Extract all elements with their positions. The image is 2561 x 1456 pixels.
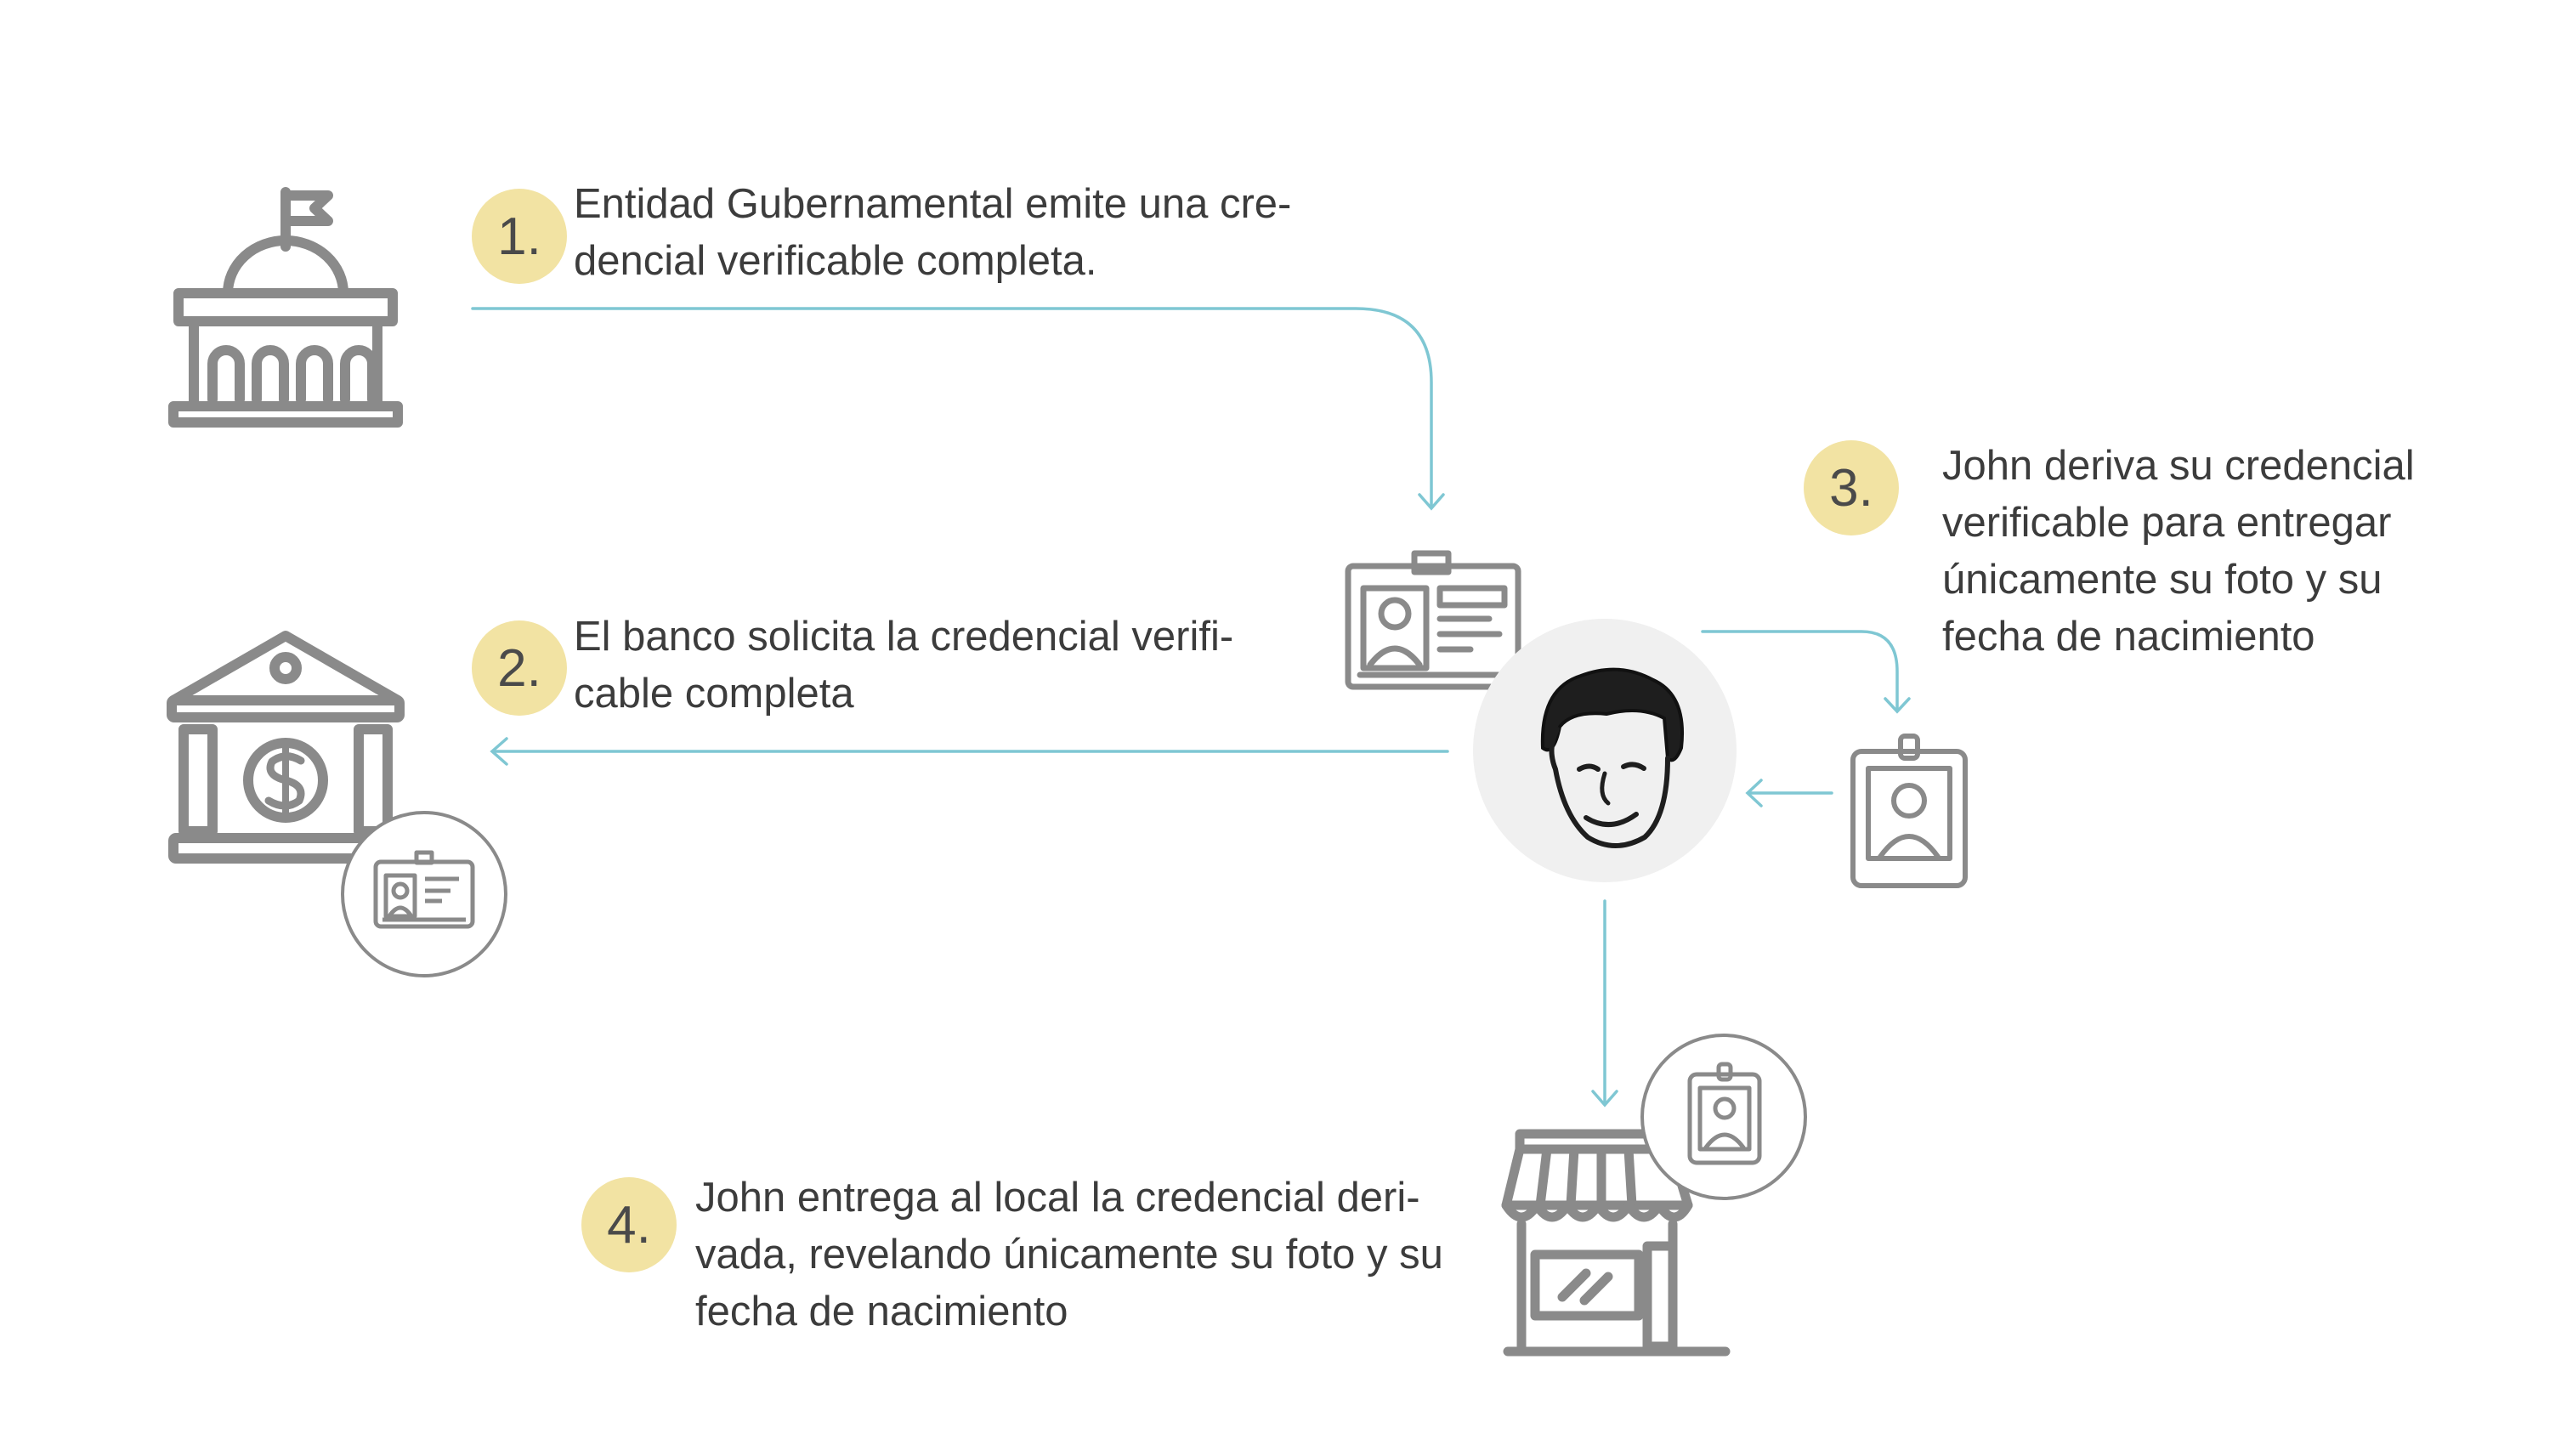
step-3-line: únicamente su foto y su <box>1942 557 2383 603</box>
bank-dollar-icon <box>167 631 405 864</box>
step-2-line: cable completa <box>574 671 854 717</box>
step-2-badge: 2. <box>472 620 567 716</box>
photo-badge-icon <box>1850 734 1968 888</box>
step-3-line: John deriva su credencial <box>1942 443 2415 489</box>
step-1-badge: 1. <box>472 189 567 284</box>
step-2-line: El banco solicita la credencial verifi- <box>574 614 1234 660</box>
step-1-line: Entidad Gubernamental emite una cre- <box>574 181 1292 227</box>
step-4-line: fecha de nacimiento <box>695 1289 1068 1334</box>
step-3-line: verificable para entregar <box>1942 500 2392 546</box>
step-4-text: John entrega al local la credencial deri… <box>695 1170 1443 1340</box>
arrow-government-to-john <box>471 307 1433 508</box>
bank-credential-circle <box>341 811 507 977</box>
government-building-icon <box>168 187 403 428</box>
step-3-text: John deriva su credencial verificable pa… <box>1942 438 2415 666</box>
john-avatar-icon <box>1473 619 1737 882</box>
step-4-line: vada, revelando únicamente su foto y su <box>695 1232 1443 1278</box>
store-credential-circle <box>1640 1034 1807 1200</box>
step-3-line: fecha de nacimiento <box>1942 614 2315 660</box>
full-id-card-icon <box>1345 550 1521 690</box>
step-1-text: Entidad Gubernamental emite una cre- den… <box>574 176 1291 290</box>
step-3-badge: 3. <box>1804 440 1899 535</box>
step-4-line: John entrega al local la credencial deri… <box>695 1175 1420 1221</box>
step-2-text: El banco solicita la credencial verifi- … <box>574 609 1233 722</box>
step-4-badge: 4. <box>581 1177 677 1272</box>
step-1-line: dencial verificable completa. <box>574 238 1097 284</box>
arrow-john-to-derived <box>1701 630 1899 711</box>
